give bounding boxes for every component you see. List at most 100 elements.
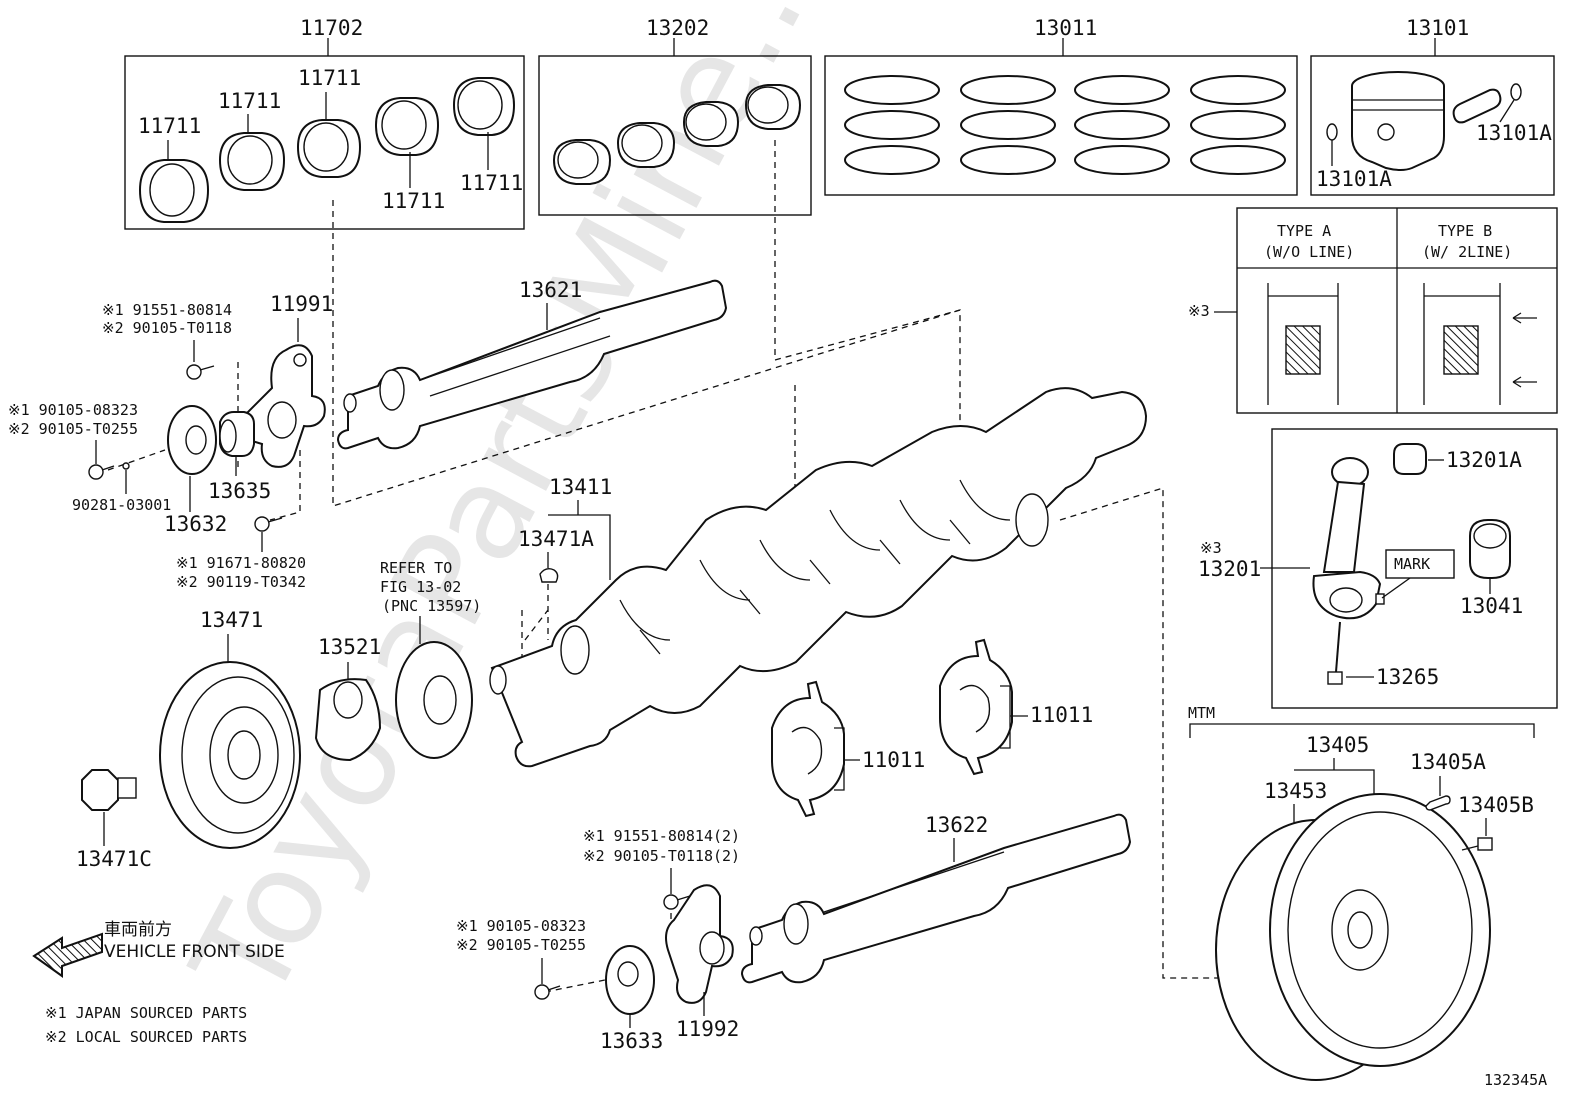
group-13011-piston-ring-set[interactable]: 13011 [824,16,1298,196]
group-11702-main-bearing-set[interactable]: 11702 11711 11711 11711 11711 11711 [124,16,525,230]
vehicle-front-label-jp: 車両前方 [104,920,172,940]
snap-ring[interactable] [1510,83,1522,101]
ring-set[interactable] [960,75,1056,175]
mtm-bracket: MTM [1188,704,1535,738]
bolt-code-c1: ※1 91671-80820 [176,554,306,572]
ring-set[interactable] [1190,75,1286,175]
bolt-code-b2: ※2 90105-T0255 [8,420,138,438]
flywheel-13405[interactable] [1215,793,1491,1081]
ring-set[interactable] [844,75,940,175]
bolt-code-e1: ※1 90105-08323 [456,917,586,935]
svg-text:MARK: MARK [1394,555,1430,573]
bolt-code-b1: ※1 90105-08323 [8,401,138,419]
thrust-washer[interactable] [939,638,1013,776]
group-box [124,55,525,230]
type-identification-table: TYPE A (W/O LINE) TYPE B (W/ 2LINE) ※3 [1188,207,1558,414]
snap-ring[interactable] [1326,123,1338,141]
part-label-13265: 13265 [1376,665,1439,689]
part-label-13405b: 13405B [1458,793,1534,817]
woodruff-key[interactable] [539,567,559,583]
group-13101-piston-set[interactable]: 13101 13101A 13101A [1310,16,1555,196]
bolt[interactable] [186,364,215,380]
rod-bearing-shell[interactable] [682,101,740,147]
pulley-bolt-13471c[interactable] [81,769,137,811]
bearing-shell[interactable] [138,159,210,223]
rod-bearing-shell[interactable] [616,122,676,168]
bearing-shell[interactable] [296,119,362,178]
refer-line2: FIG 13-02 [380,578,461,596]
part-label-13622: 13622 [925,813,988,837]
piston[interactable] [1351,71,1445,171]
bolt[interactable] [534,984,561,1000]
refer-line3: (PNC 13597) [382,597,481,615]
dowel-pin[interactable] [1425,795,1451,811]
part-label-13453: 13453 [1264,779,1327,803]
part-label-13471c: 13471C [76,847,152,871]
part-label-11992: 11992 [676,1017,739,1041]
connecting-rod[interactable] [1312,457,1385,620]
crankshaft-13411[interactable] [489,387,1148,768]
part-label-11711: 11711 [382,189,445,213]
bearing-shell[interactable] [452,77,516,136]
group-label: 11702 [300,16,363,40]
bolt[interactable] [663,894,691,910]
flywheel-bolt[interactable] [1461,837,1493,851]
type-a-title: TYPE A [1277,222,1331,240]
thrust-washer[interactable] [771,680,845,818]
part-label-11711: 11711 [298,66,361,90]
note-3-marker: ※3 [1188,302,1210,320]
ring-set[interactable] [1074,75,1170,175]
bearing-shell[interactable] [218,132,286,191]
part-label-13471: 13471 [200,608,263,632]
note-japan-sourced: ※1 JAPAN SOURCED PARTS [45,1004,247,1022]
group-box [824,55,1298,196]
type-b-subtitle: (W/ 2LINE) [1422,243,1512,261]
conrod-bolt[interactable] [1327,621,1343,685]
balancer-gear-13633[interactable] [605,945,655,1015]
part-label-13471a: 13471A [518,527,594,551]
part-label-13621: 13621 [519,278,582,302]
group-label: 13411 [549,475,612,499]
bolt[interactable] [254,516,283,532]
part-label-13201: 13201 [1198,557,1261,581]
part-label-90281-03001: 90281-03001 [72,496,171,514]
part-label-13405a: 13405A [1410,750,1486,774]
crank-gear-13521[interactable] [314,678,382,762]
conrod-bushing[interactable] [1393,443,1427,475]
part-label-13635: 13635 [208,479,271,503]
balancer-gear-13632[interactable] [167,405,217,475]
conrod-bearing[interactable] [1469,519,1511,579]
connecting-rod-group[interactable]: 13201A 13041 MARK 13265 ※3 13201 [1198,428,1558,709]
vehicle-front-label-en: VEHICLE FRONT SIDE [104,942,285,962]
note-3-marker: ※3 [1200,539,1222,557]
part-label-13521: 13521 [318,635,381,659]
balancer-plate-11992[interactable] [665,884,734,1004]
note-local-sourced: ※2 LOCAL SOURCED PARTS [45,1028,247,1046]
rod-bearing-shell[interactable] [744,84,802,130]
type-b-title: TYPE B [1438,222,1492,240]
crank-sprocket-13597[interactable] [395,641,473,759]
collar-13635[interactable] [219,411,255,457]
balancer-shaft-13621[interactable] [336,279,728,450]
vehicle-front-arrow [32,932,103,978]
part-label-13101a: 13101A [1476,121,1552,145]
piston-pin[interactable] [1452,88,1502,124]
balancer-plate-11991[interactable] [236,344,326,468]
bolt[interactable] [88,464,115,480]
group-13202-rod-bearing-set[interactable]: 13202 [538,16,812,216]
group-label: 13405 [1306,733,1369,757]
mark-notch [1375,593,1385,605]
bolt-code-d1: ※1 91551-80814(2) [583,827,740,845]
part-label-11711: 11711 [138,114,201,138]
part-label-13632: 13632 [164,512,227,536]
bolt-code-a1: ※1 91551-80814 [102,301,232,319]
rod-bearing-shell[interactable] [552,139,612,185]
balancer-shaft-13622[interactable] [740,813,1132,984]
bearing-shell[interactable] [374,97,440,156]
bolt-code-d2: ※2 90105-T0118(2) [583,847,740,865]
washer[interactable] [122,462,130,470]
bolt-code-e2: ※2 90105-T0255 [456,936,586,954]
crank-pulley-13471[interactable] [159,661,301,849]
